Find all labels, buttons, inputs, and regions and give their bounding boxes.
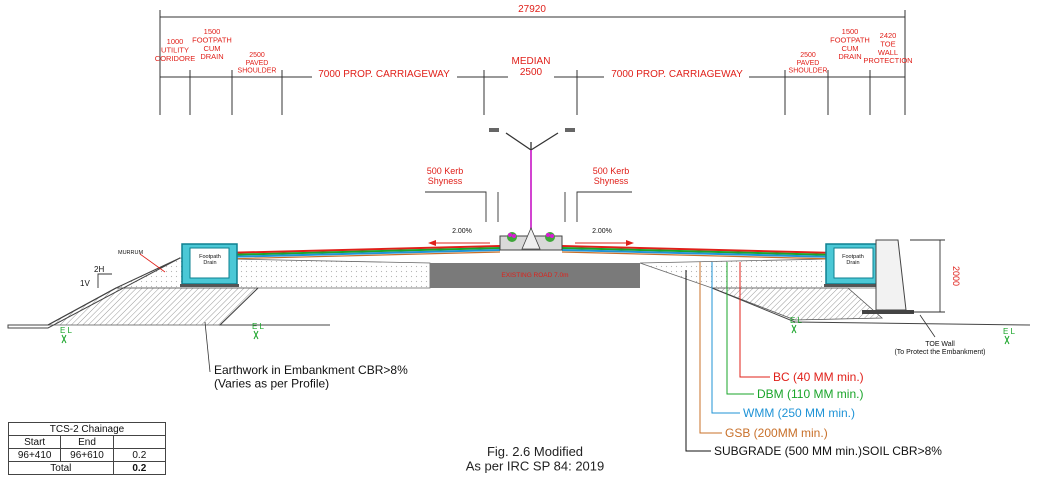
layer-wmm-label: WMM (250 MM min.) [743,406,855,420]
toe-wall [862,239,914,314]
existing-road [430,263,640,288]
layer-subgrade-label: SUBGRADE (500 MM min.)SOIL CBR>8% [714,444,942,458]
toe-wall-note: TOE Wall(To Protect the Embankment) [894,341,985,356]
el-markers: E L E L E L E L [60,316,1016,336]
slope-right: 2.00% [592,228,612,235]
el-marker-3: E L [790,316,803,325]
chainage-title: TCS-2 Chainage [8,422,166,436]
chainage-total-label: Total [8,461,114,475]
chainage-header-length [112,435,167,449]
embankment [7,257,1031,329]
layer-leaders [685,262,770,452]
slope-1v: 1V [80,279,90,288]
slope-2h: 2H [94,265,104,274]
slope-indicator [97,273,112,288]
footpath-drain-left [180,243,239,287]
murrum-label: MURRUM [118,250,143,256]
chainage-length: 0.2 [112,448,167,462]
chainage-total-value: 0.2 [112,461,167,475]
median-block [499,226,563,251]
slope-arrows [428,240,634,246]
el-marker-4: E L [1003,327,1016,336]
layer-dbm-label: DBM (110 MM min.) [757,387,863,401]
layer-bc-label: BC (40 MM min.) [773,370,864,384]
overall-width-label: 27920 [518,4,546,15]
chainage-header-start: Start [7,435,62,449]
height-2000-label: 2000 [951,266,961,286]
slope-left: 2.00% [452,228,472,235]
chainage-table: TCS-2 Chainage Start End 96+410 96+610 0… [7,422,167,475]
chainage-start: 96+410 [7,448,62,462]
layer-gsb-label: GSB (200MM min.) [725,426,828,440]
el-marker-2: E L [252,322,265,331]
existing-road-label: EXISTING ROAD 7.0m [501,272,568,279]
kerb-shyness-lines [425,191,632,222]
earthwork-note: Earthwork in Embankment CBR>8%(Varies as… [214,363,408,390]
el-marker-1: E L [60,326,73,335]
layer-labels: BC (40 MM min.) DBM (110 MM min.) WMM (2… [714,370,942,458]
street-light-pole [489,128,575,243]
chainage-end: 96+610 [60,448,114,462]
chainage-header-end: End [60,435,114,449]
dim-2000-lines [910,239,945,313]
dim-carriageway-right: 7000 PROP. CARRIAGEWAY [611,69,743,80]
dim-carriageway-left: 7000 PROP. CARRIAGEWAY [318,69,450,80]
